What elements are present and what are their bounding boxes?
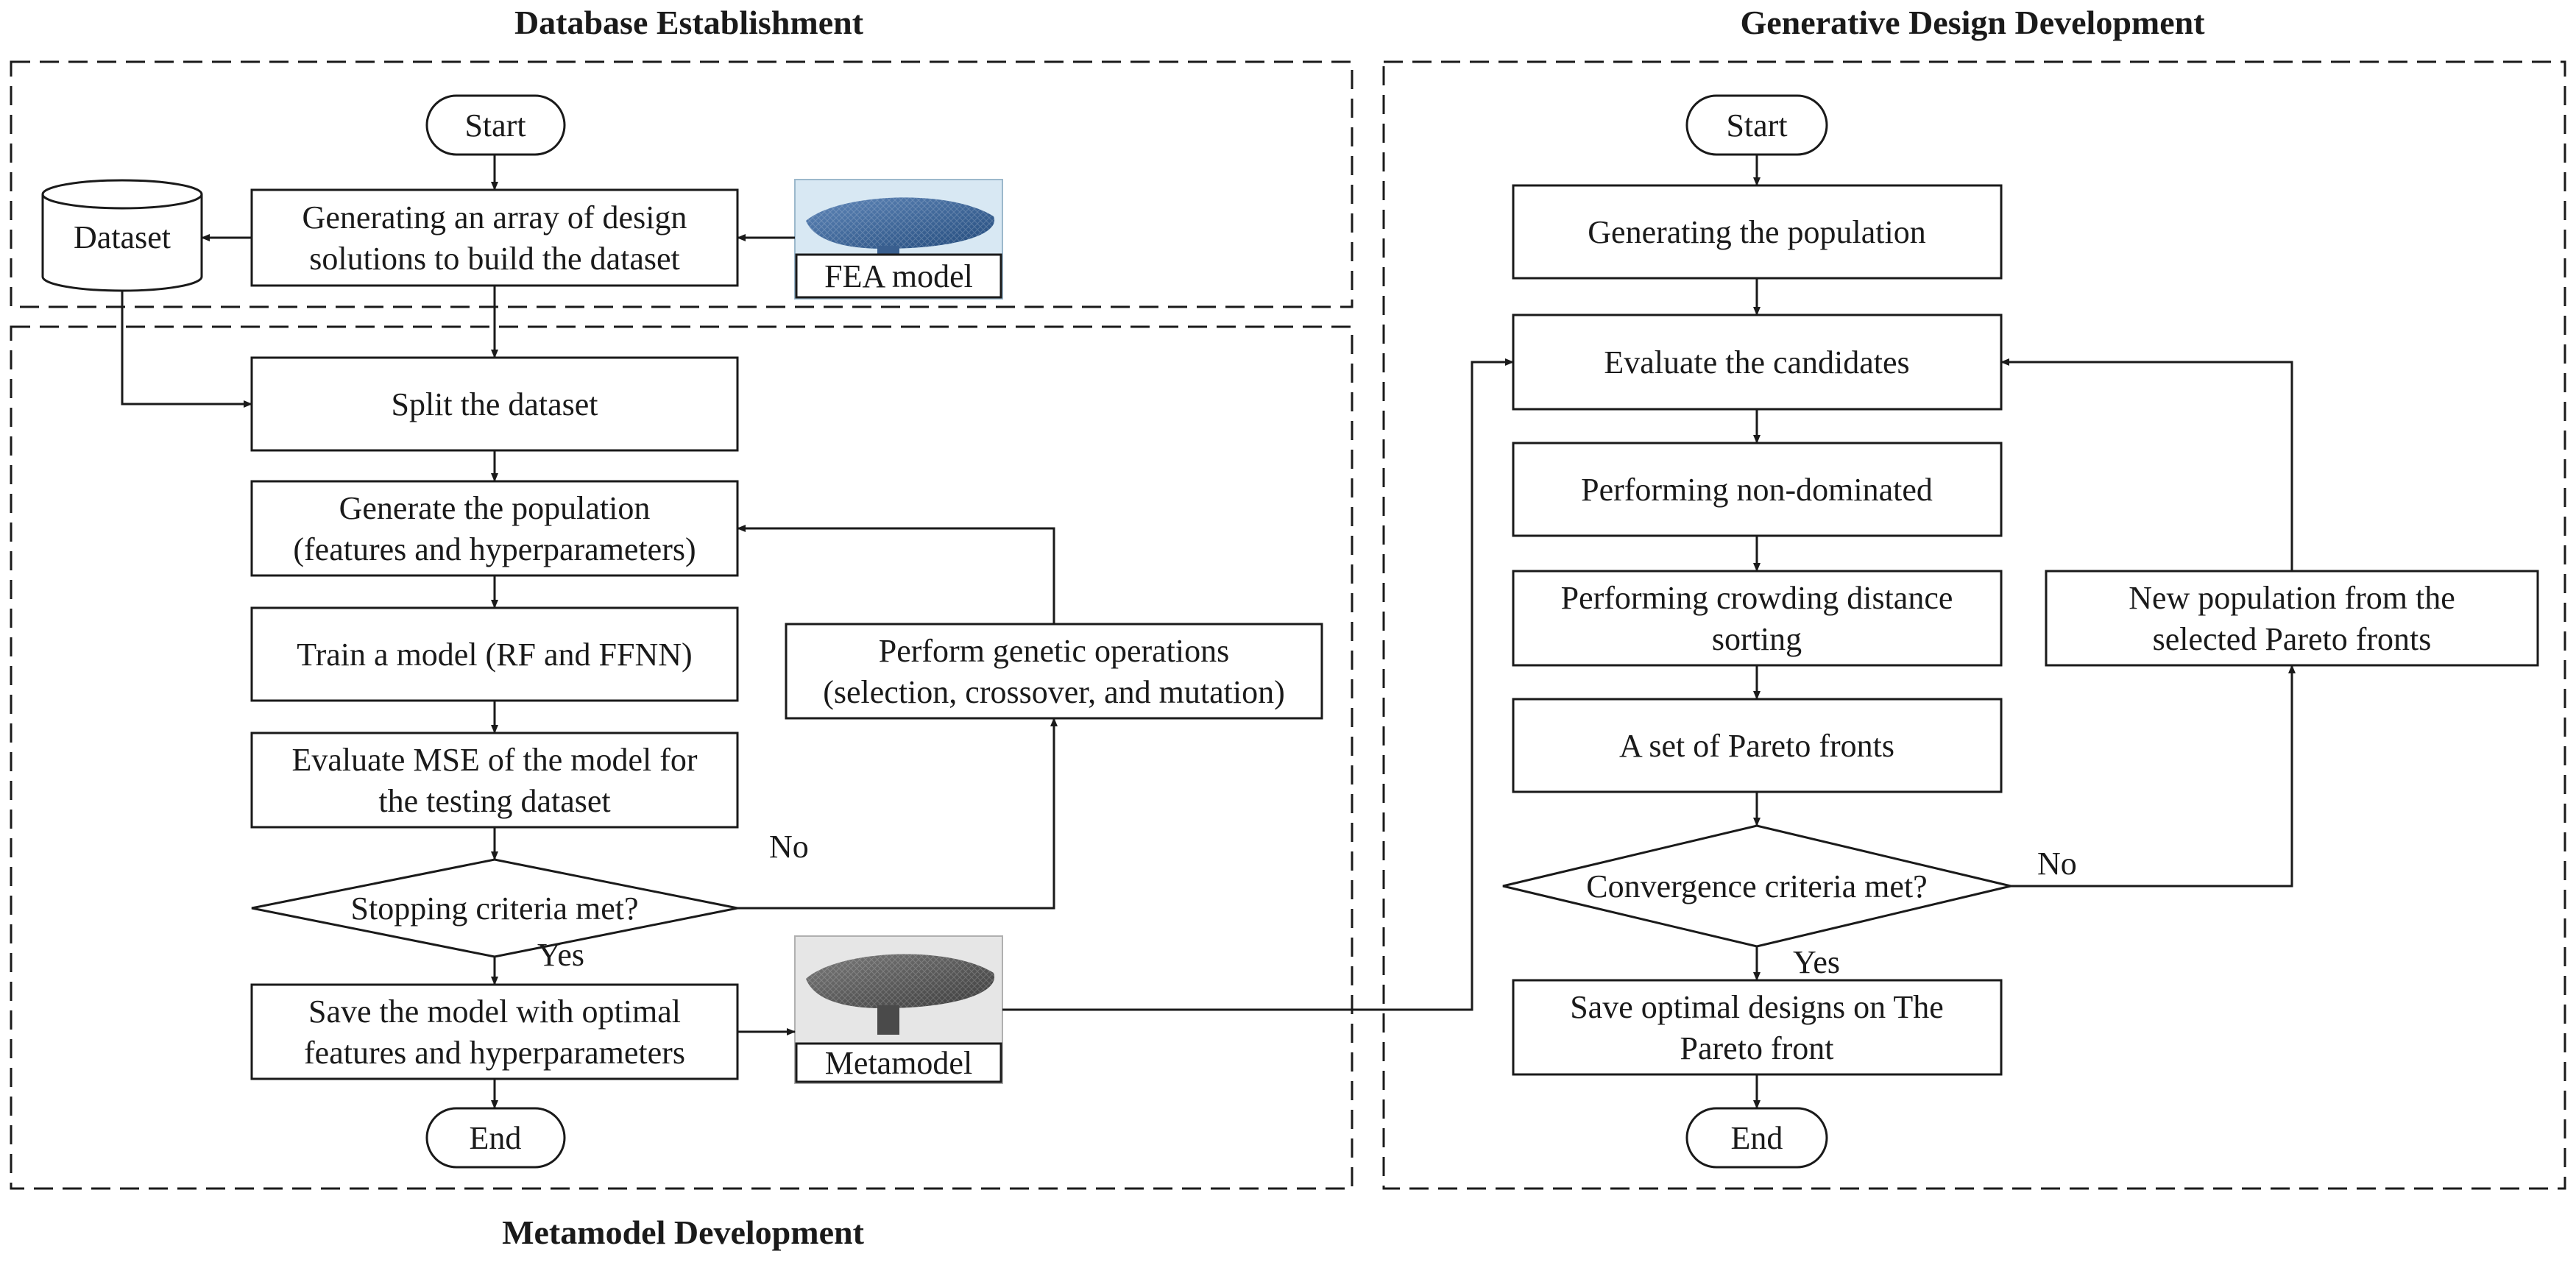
start-left-terminal: Start <box>425 94 566 156</box>
dataset-line: Dataset <box>74 219 171 255</box>
svg-text:Start: Start <box>1726 107 1787 144</box>
train-line: Train a model (RF and FFNN) <box>297 637 692 673</box>
evaluate-mse-box: Evaluate MSE of the model for the testing… <box>250 732 739 829</box>
gen_population_left-line: (features and hyperparameters) <box>293 531 696 567</box>
database-title: Database Establishment <box>514 4 864 41</box>
end_right-line: End <box>1731 1120 1783 1156</box>
non-dominated-box: Performing non-dominated <box>1512 442 2003 537</box>
save_designs-line: Pareto front <box>1680 1030 1834 1066</box>
evaluate_mse-line: Evaluate MSE of the model for <box>291 742 697 778</box>
svg-text:Generating the population: Generating the population <box>1588 214 1925 250</box>
generate-array-box: Generating an array of design solutions t… <box>250 188 739 287</box>
genetic_ops-line: (selection, crossover, and mutation) <box>823 674 1285 710</box>
start-right-terminal: Start <box>1685 94 1828 156</box>
dataset-cylinder: Dataset <box>41 179 203 292</box>
svg-text:Evaluate the candidates: Evaluate the candidates <box>1604 344 1909 380</box>
svg-text:Generate the population(featur: Generate the population (features and hyp… <box>293 490 696 567</box>
generate-population-box: Generate the population (features and hyp… <box>250 480 739 577</box>
crowding-line: sorting <box>1712 621 1802 657</box>
svg-text:End: End <box>470 1120 522 1156</box>
stopping-line: Stopping criteria met? <box>351 890 639 927</box>
svg-text:Metamodel: Metamodel <box>825 1045 972 1081</box>
generate_array-line: solutions to build the dataset <box>309 241 680 277</box>
convergence-line: Convergence criteria met? <box>1586 868 1927 904</box>
save_model-line: features and hyperparameters <box>304 1035 685 1071</box>
save-model-box: Save the model with optimal features and … <box>250 983 739 1080</box>
pareto-set-box: A set of Pareto fronts <box>1512 698 2003 793</box>
end_left-line: End <box>470 1120 522 1156</box>
generating-population-box: Generating the population <box>1512 184 2003 280</box>
generate_array-line: Generating an array of design <box>302 199 687 235</box>
crowding-distance-box: Performing crowding distance sorting <box>1512 570 2003 667</box>
svg-text:Stopping criteria met?: Stopping criteria met? <box>351 890 639 927</box>
svg-text:Train a model (RF and FFNN): Train a model (RF and FFNN) <box>297 637 692 673</box>
evaluate-candidates-box: Evaluate the candidates <box>1512 314 2003 411</box>
start_right-line: Start <box>1726 107 1787 144</box>
no-label-right: No <box>2037 846 2077 882</box>
metamodel-caption: Metamodel <box>795 1042 1002 1083</box>
no-label-left: No <box>769 829 809 865</box>
metamodel-title: Metamodel Development <box>502 1214 864 1251</box>
genetic_ops-line: Perform genetic operations <box>879 633 1230 669</box>
svg-text:Performing non-dominated: Performing non-dominated <box>1581 472 1933 508</box>
svg-text:End: End <box>1731 1120 1783 1156</box>
start_left-line: Start <box>464 107 526 144</box>
fea_model-line: FEA model <box>824 258 973 294</box>
svg-text:Dataset: Dataset <box>74 219 171 255</box>
stopping-criteria-decision: Stopping criteria met? <box>251 858 738 958</box>
fea-model-image <box>794 179 1003 300</box>
split-line: Split the dataset <box>391 386 598 422</box>
svg-text:Perform genetic operations(sel: Perform genetic operations (selection, cr… <box>823 633 1285 710</box>
convergence-criteria-decision: Convergence criteria met? <box>1502 824 2011 948</box>
metamodel-region <box>10 325 1354 1190</box>
gen_population_left-line: Generate the population <box>339 490 651 526</box>
pareto_set-line: A set of Pareto fronts <box>1619 728 1894 764</box>
gen_population_right-line: Generating the population <box>1588 214 1925 250</box>
svg-text:A set of Pareto fronts: A set of Pareto fronts <box>1619 728 1894 764</box>
end-right-terminal: End <box>1685 1107 1828 1169</box>
split-dataset-box: Split the dataset <box>250 356 739 452</box>
yes-label-right: Yes <box>1793 944 1840 980</box>
crowding-line: Performing crowding distance <box>1561 580 1953 616</box>
train-model-box: Train a model (RF and FFNN) <box>250 606 739 702</box>
end-left-terminal: End <box>425 1107 566 1169</box>
new-population-box: New population from the selected Pareto f… <box>2045 570 2539 667</box>
new_population-line: selected Pareto fronts <box>2153 621 2432 657</box>
metamodel-line: Metamodel <box>825 1045 972 1081</box>
generative-title: Generative Design Development <box>1740 4 2205 41</box>
fea-model-caption: FEA model <box>795 253 1002 299</box>
svg-text:Start: Start <box>464 107 526 144</box>
generative-region <box>1382 60 2566 1190</box>
svg-text:Split the dataset: Split the dataset <box>391 386 598 422</box>
svg-text:Generating an array of designs: Generating an array of design solutions t… <box>302 199 687 277</box>
yes-label-left: Yes <box>537 937 584 973</box>
new_population-line: New population from the <box>2129 580 2455 616</box>
evaluate_candidates-line: Evaluate the candidates <box>1604 344 1909 380</box>
save_model-line: Save the model with optimal <box>308 993 681 1030</box>
genetic-operations-box: Perform genetic operations (selection, cr… <box>785 623 1323 720</box>
svg-text:FEA model: FEA model <box>824 258 973 294</box>
non_dominated-line: Performing non-dominated <box>1581 472 1933 508</box>
evaluate_mse-line: the testing dataset <box>378 783 610 819</box>
connectors <box>121 155 2296 1109</box>
svg-text:Convergence criteria met?: Convergence criteria met? <box>1586 868 1927 904</box>
database-region <box>10 60 1354 308</box>
save_designs-line: Save optimal designs on The <box>1570 989 1944 1025</box>
